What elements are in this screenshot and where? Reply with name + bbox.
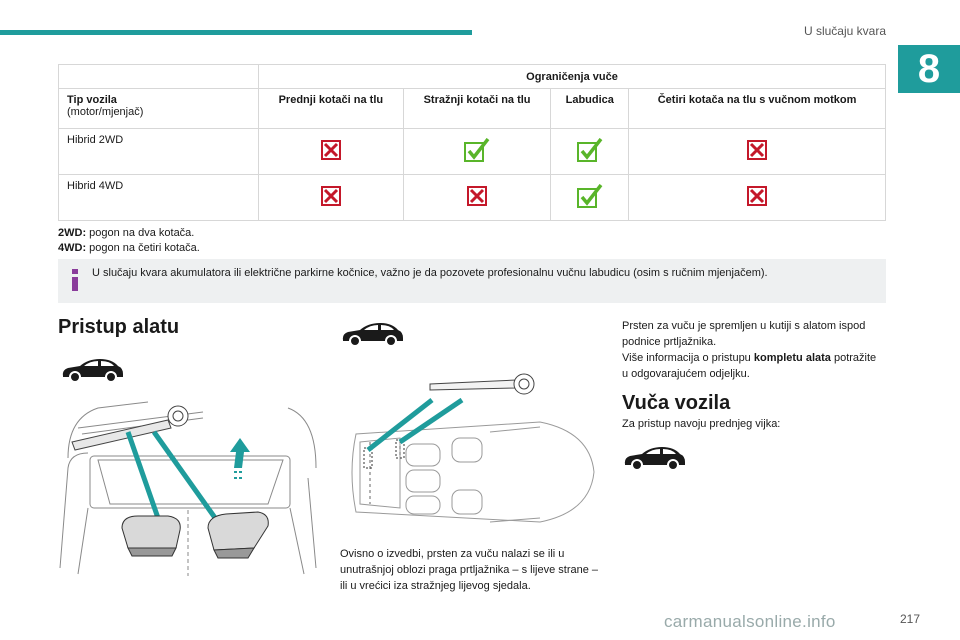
info-icon	[72, 269, 78, 291]
table-group-header: Ograničenja vuče	[258, 64, 886, 89]
towing-restrictions-table: Ograničenja vuče Tip vozila (motor/mjenj…	[58, 64, 886, 221]
info-box: U slučaju kvara akumulatora ili električ…	[58, 259, 886, 303]
row-label: Hibrid 4WD	[58, 174, 259, 221]
section-heading-towing: Vuča vozila	[622, 392, 731, 414]
column-header: Četiri kotača na tlu s vučnom motkom	[628, 88, 886, 129]
column-header: Labudica	[550, 88, 630, 129]
table-row: Hibrid 2WD	[58, 128, 886, 175]
status-cell	[402, 128, 552, 175]
status-cell	[402, 174, 552, 221]
status-cell	[550, 128, 630, 175]
status-cell	[628, 128, 886, 175]
cross-icon	[320, 140, 341, 160]
column-header: Stražnji kotači na tlu	[402, 88, 552, 129]
status-cell	[258, 174, 404, 221]
watermark: carmanualsonline.info	[664, 612, 836, 631]
cross-icon	[320, 186, 341, 206]
section-heading-tool-access: Pristup alatu	[58, 316, 180, 338]
car-icon	[62, 359, 123, 383]
car-icon	[342, 323, 403, 347]
check-icon	[576, 183, 603, 208]
car-icon	[624, 447, 685, 471]
vehicle-type-subtitle: (motor/mjenjač)	[67, 106, 144, 118]
row-label: Hibrid 2WD	[58, 128, 259, 175]
vehicle-type-header: Tip vozila (motor/mjenjač)	[58, 88, 259, 129]
status-cell	[550, 174, 630, 221]
towing-eye-location-illustration	[351, 373, 595, 523]
check-icon	[576, 137, 603, 162]
cross-icon	[467, 186, 488, 206]
chapter-tab: 8	[898, 45, 960, 93]
table-corner-cell	[58, 64, 259, 89]
towing-eye-location-text: Ovisno o izvedbi, prsten za vuču nalazi …	[340, 548, 599, 592]
page-number: 217	[899, 612, 920, 626]
vehicle-type-title: Tip vozila	[67, 94, 117, 106]
column-header: Prednji kotači na tlu	[258, 88, 404, 129]
towing-access-text: Za pristup navoju prednjeg vijka:	[622, 418, 781, 430]
note-line: 2WD: pogon na dva kotača.	[58, 227, 195, 239]
tool-kit-text: Prsten za vuču je spremljen u kutiji s a…	[622, 320, 877, 380]
info-text: U slučaju kvara akumulatora ili električ…	[92, 267, 768, 279]
cross-icon	[747, 140, 768, 160]
check-icon	[464, 137, 490, 162]
note-line: 4WD: pogon na četiri kotača.	[58, 242, 200, 254]
section-title: U slučaju kvara	[803, 24, 886, 38]
status-cell	[628, 174, 886, 221]
table-row: Hibrid 4WD	[58, 174, 886, 221]
cross-icon	[747, 186, 768, 206]
status-cell	[258, 128, 404, 175]
abbreviation-notes: 2WD: pogon na dva kotača. 4WD: pogon na …	[58, 226, 200, 256]
trunk-tool-illustration	[59, 401, 317, 576]
header-accent-bar	[0, 30, 472, 35]
